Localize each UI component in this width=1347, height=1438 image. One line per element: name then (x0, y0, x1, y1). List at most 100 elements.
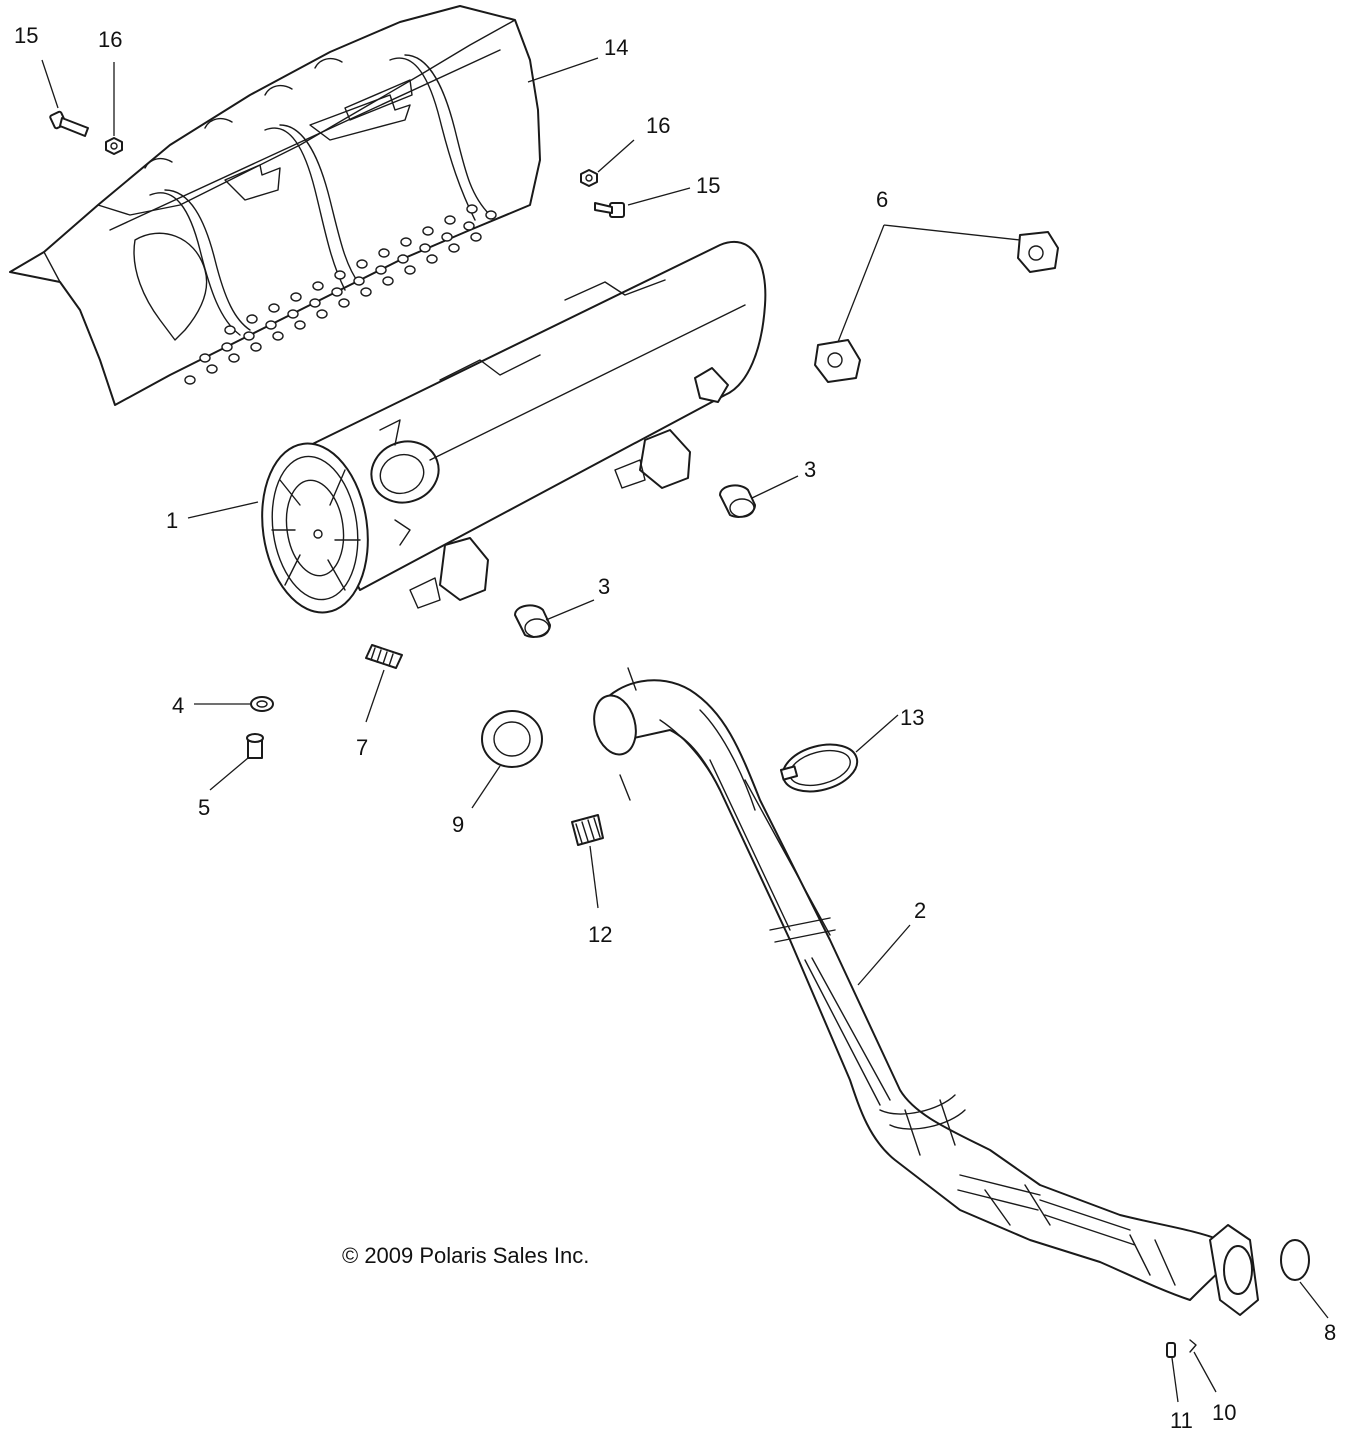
callout-15b: 15 (696, 173, 720, 198)
shield-perforation-hole (334, 270, 346, 280)
leader-15a (41, 59, 59, 109)
shield-perforation-hole (287, 309, 299, 319)
callout-11: 11 (1170, 1408, 1193, 1433)
bolt-15-left (49, 110, 89, 137)
leader-2 (857, 924, 911, 986)
muffler-1 (261, 240, 767, 614)
callout-3a: 3 (804, 457, 816, 482)
copyright-notice: © 2009 Polaris Sales Inc. (342, 1243, 589, 1268)
shield-perforation-hole (221, 342, 233, 352)
callout-1: 1 (166, 508, 178, 533)
washer-4 (250, 696, 274, 712)
shield-perforation-hole (466, 204, 478, 214)
shield-perforation-hole (378, 248, 390, 258)
gasket-8 (1280, 1239, 1310, 1281)
shield-perforation-hole (316, 309, 328, 319)
shield-perforation-hole (331, 287, 343, 297)
leader-10 (1193, 1351, 1217, 1393)
shield-perforation-hole (290, 292, 302, 302)
callout-13: 13 (900, 705, 924, 730)
shield-perforation-hole (375, 265, 387, 275)
shield-perforation-hole (463, 221, 475, 231)
shield-perforation-hole (470, 232, 482, 242)
clip-6-lower (814, 339, 861, 383)
shield-perforation-hole (400, 237, 412, 247)
shield-perforation-hole (485, 210, 497, 220)
shield-perforation-hole (243, 331, 255, 341)
shield-perforation-hole (382, 276, 394, 286)
leader-6-lower (837, 224, 885, 343)
leader-16b (597, 139, 635, 173)
shield-perforation-hole (250, 342, 262, 352)
shield-perforation-hole (246, 314, 258, 324)
callout-labels: 15 16 14 16 15 6 3 1 3 4 7 5 13 9 12 2 8… (14, 23, 1336, 1433)
callout-2: 2 (914, 898, 926, 923)
bolt-15-right (594, 202, 625, 218)
heat-shield-14 (9, 5, 541, 406)
shield-perforation-hole (353, 276, 365, 286)
leader-11 (1171, 1357, 1179, 1403)
leader-8 (1299, 1281, 1329, 1319)
leader-15b (627, 187, 691, 206)
callout-14: 14 (604, 35, 628, 60)
shield-perforation-hole (228, 353, 240, 363)
clip-10 (1189, 1339, 1197, 1353)
callout-5: 5 (198, 795, 210, 820)
shield-perforation-hole (444, 215, 456, 225)
callout-4: 4 (172, 693, 184, 718)
clamp-13 (779, 743, 859, 793)
callout-10: 10 (1212, 1400, 1236, 1425)
leader-1 (187, 501, 259, 519)
bushing-3-lower (514, 604, 551, 638)
callout-3b: 3 (598, 574, 610, 599)
callout-6: 6 (876, 187, 888, 212)
callout-15a: 15 (14, 23, 38, 48)
nut-16-left (105, 137, 123, 155)
shield-perforation-hole (419, 243, 431, 253)
shield-perforation-hole (404, 265, 416, 275)
shield-perforation-hole (338, 298, 350, 308)
callout-9: 9 (452, 812, 464, 837)
spring-12 (571, 814, 604, 846)
shield-perforation-hole (360, 287, 372, 297)
head-pipe-2 (593, 667, 1259, 1316)
shield-perforation-hole (426, 254, 438, 264)
callout-16a: 16 (98, 27, 122, 52)
leader-5 (209, 757, 249, 791)
shield-perforation-hole (265, 320, 277, 330)
gasket-9 (481, 710, 543, 768)
pin-5 (246, 733, 264, 759)
shield-perforation-hole (397, 254, 409, 264)
shield-perforation-hole (184, 375, 196, 385)
callout-16b: 16 (646, 113, 670, 138)
shield-perforation-hole (206, 364, 218, 374)
shield-perforation-hole (309, 298, 321, 308)
callout-12: 12 (588, 922, 612, 947)
shield-perforation-hole (224, 325, 236, 335)
callout-7: 7 (356, 735, 368, 760)
leader-13 (855, 714, 899, 753)
shield-perforation-hole (199, 353, 211, 363)
spring-7 (365, 644, 403, 669)
leader-3a (751, 475, 799, 499)
shield-perforation-hole (294, 320, 306, 330)
shield-perforation-hole (268, 303, 280, 313)
spring-11 (1166, 1342, 1176, 1358)
leader-3b (545, 599, 595, 621)
leader-9 (471, 765, 501, 809)
callout-8: 8 (1324, 1320, 1336, 1345)
nut-16-right (580, 169, 598, 187)
shield-perforation-hole (422, 226, 434, 236)
shield-perforation-hole (272, 331, 284, 341)
clip-6-upper (1017, 231, 1059, 273)
shield-perforation-hole (441, 232, 453, 242)
leader-lines (41, 57, 1329, 1403)
shield-perforation-hole (312, 281, 324, 291)
leader-14 (527, 57, 599, 83)
leader-7 (365, 669, 385, 723)
shield-perforation-hole (356, 259, 368, 269)
leader-12 (589, 845, 599, 909)
bushing-3-upper (719, 484, 756, 518)
